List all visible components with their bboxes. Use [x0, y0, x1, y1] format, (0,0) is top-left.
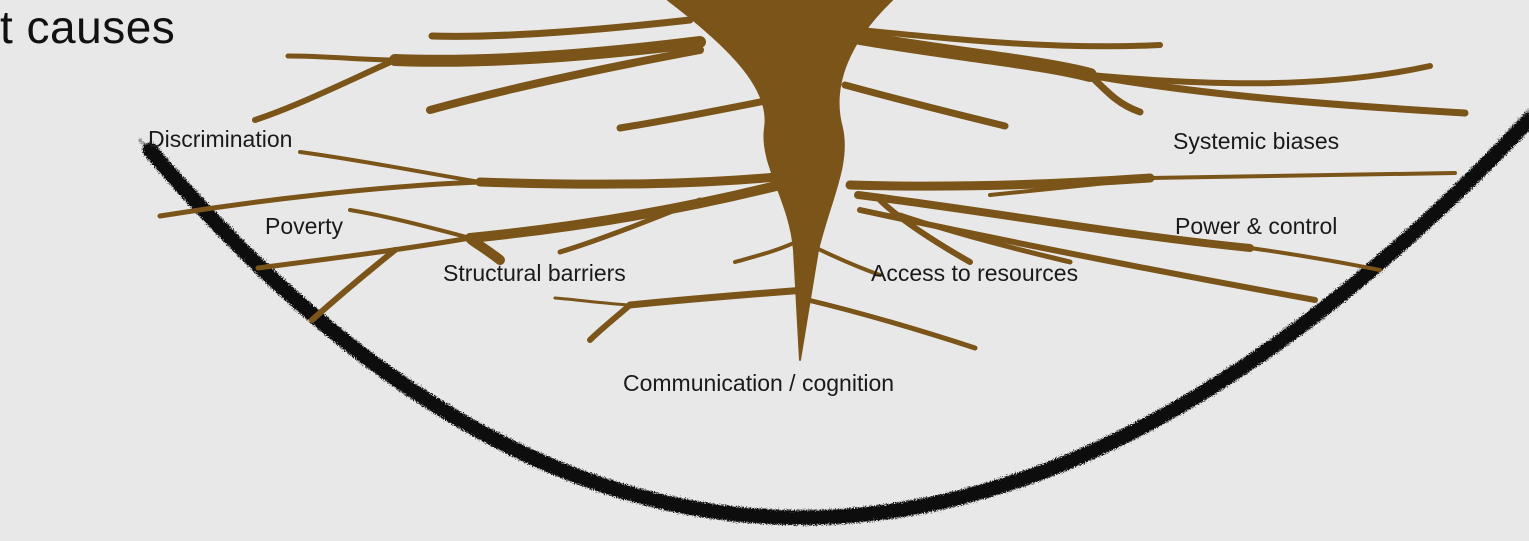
page-heading: t causes	[0, 4, 175, 50]
label-structural-barriers: Structural barriers	[443, 262, 626, 285]
label-communication-cognition: Communication / cognition	[623, 372, 894, 395]
label-discrimination: Discrimination	[148, 128, 292, 151]
label-power-control: Power & control	[1175, 215, 1337, 238]
label-systemic-biases: Systemic biases	[1173, 130, 1339, 153]
tree-roots	[160, 0, 1465, 360]
label-access-to-resources: Access to resources	[871, 262, 1078, 285]
label-poverty: Poverty	[265, 215, 343, 238]
